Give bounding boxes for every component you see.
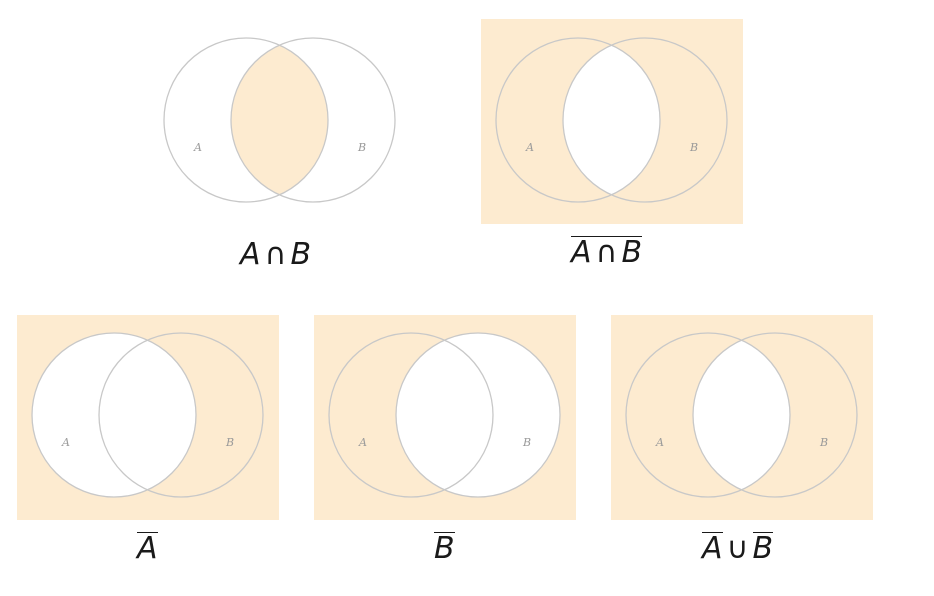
- set-label-b: B: [522, 436, 531, 449]
- caption-left: A: [137, 531, 158, 566]
- caption-complement-b: B: [434, 532, 455, 564]
- set-label-a: A: [193, 141, 202, 154]
- circle-b: [98, 332, 264, 498]
- caption-left: A: [571, 235, 592, 270]
- caption-operator: ∩: [595, 235, 618, 270]
- region-a: [32, 333, 196, 497]
- caption-left: A: [240, 237, 261, 272]
- set-label-b: B: [357, 141, 366, 154]
- caption-a-intersect-b: A∩B: [240, 240, 311, 270]
- venn-svg: A B: [17, 315, 279, 520]
- circle-a: [328, 332, 494, 498]
- venn-diagram-complement-a-intersect-b: A B: [481, 19, 743, 224]
- region-a-intersect-b: [563, 38, 660, 202]
- set-label-b: B: [689, 141, 698, 154]
- venn-diagram-complement-a: A B: [17, 315, 279, 520]
- caption-operator: ∩: [264, 237, 287, 272]
- set-label-b: B: [225, 436, 234, 449]
- set-label-a: A: [358, 436, 367, 449]
- circle-a: [495, 37, 661, 203]
- region-a-intersect-b: [231, 38, 328, 202]
- venn-diagram-a-intersect-b: A B: [149, 19, 411, 224]
- set-label-a: A: [61, 436, 70, 449]
- venn-svg: A B: [611, 315, 873, 520]
- venn-svg: A B: [163, 37, 396, 203]
- region-b: [396, 333, 560, 497]
- venn-svg: A B: [481, 19, 743, 224]
- caption-complement-a: A: [137, 532, 158, 564]
- circle-a: [31, 332, 197, 498]
- caption-right: B: [621, 235, 643, 270]
- caption-complement-a-union-complement-b: A∪B: [702, 531, 774, 566]
- region-a-intersect-b: [693, 333, 790, 497]
- caption-right: B: [290, 237, 312, 272]
- set-label-b: B: [819, 436, 828, 449]
- circle-a: [625, 332, 791, 498]
- circle-b: [692, 332, 858, 498]
- set-label-a: A: [525, 141, 534, 154]
- venn-svg: A B: [314, 315, 576, 520]
- circle-b: [562, 37, 728, 203]
- caption-complement-a-intersect-b: A∩B: [571, 235, 643, 270]
- venn-diagram-complement-b: A B: [314, 315, 576, 520]
- circle-b: [230, 37, 396, 203]
- circle-b: [395, 332, 561, 498]
- set-label-a: A: [655, 436, 664, 449]
- circle-a: [163, 37, 329, 203]
- caption-overline-group: A∩B: [571, 235, 643, 270]
- caption-right: B: [752, 531, 774, 566]
- caption-operator: ∪: [726, 531, 749, 566]
- caption-left: B: [434, 531, 455, 566]
- caption-left: A: [702, 531, 723, 566]
- venn-diagram-complement-a-union-complement-b: A B: [611, 315, 873, 520]
